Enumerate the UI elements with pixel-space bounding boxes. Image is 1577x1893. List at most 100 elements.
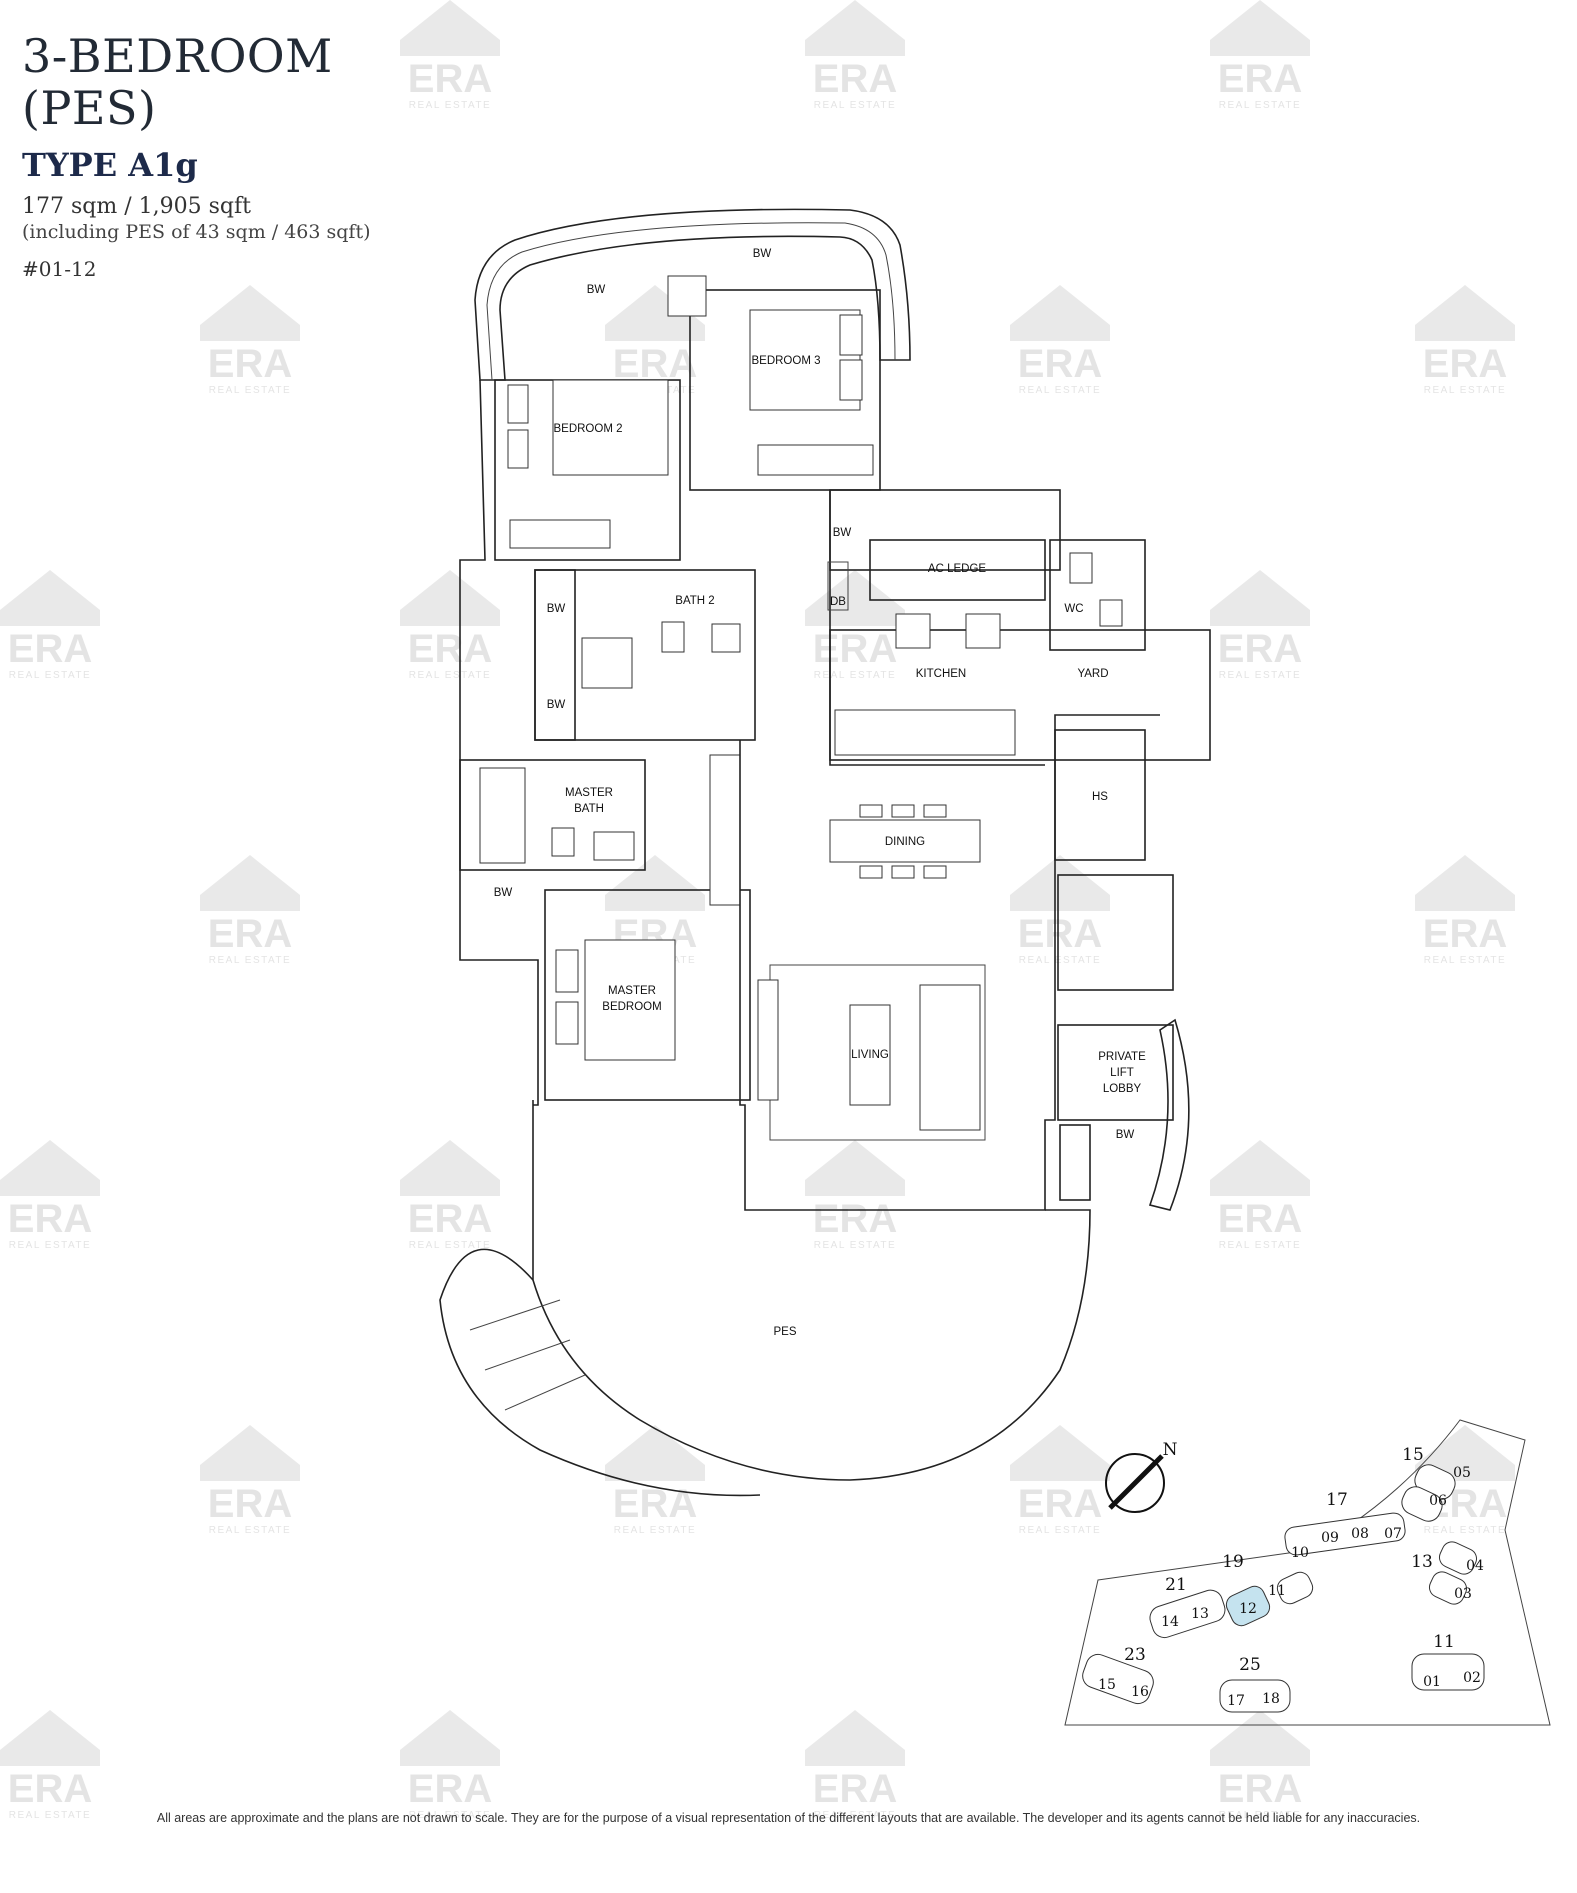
svg-text:03: 03 (1454, 1586, 1472, 1602)
svg-text:ERA: ERA (8, 1197, 92, 1241)
svg-text:LIVING: LIVING (851, 1049, 889, 1061)
svg-text:REAL ESTATE: REAL ESTATE (1019, 385, 1101, 396)
svg-text:ERA: ERA (813, 1767, 897, 1811)
chair-icon (891, 804, 915, 818)
kitchen-yard-room (829, 629, 1211, 761)
svg-text:BATH: BATH (574, 803, 604, 815)
svg-text:REAL ESTATE: REAL ESTATE (1219, 1240, 1301, 1251)
svg-text:REAL ESTATE: REAL ESTATE (814, 100, 896, 111)
svg-text:11: 11 (1433, 1632, 1455, 1652)
shaft-icon (667, 275, 707, 317)
svg-text:10: 10 (1291, 1545, 1309, 1561)
svg-text:HS: HS (1092, 791, 1108, 803)
svg-text:ERA: ERA (1218, 627, 1302, 671)
svg-text:05: 05 (1453, 1465, 1471, 1481)
lift-shaft (1057, 874, 1174, 991)
svg-text:ERA: ERA (408, 1767, 492, 1811)
svg-text:REAL ESTATE: REAL ESTATE (9, 670, 91, 681)
svg-text:REAL ESTATE: REAL ESTATE (1219, 1810, 1301, 1821)
bed-icon (584, 939, 676, 1061)
chair-icon (923, 804, 947, 818)
svg-text:BW: BW (833, 527, 852, 539)
svg-text:LOBBY: LOBBY (1103, 1083, 1142, 1095)
pillow-icon (507, 429, 529, 469)
svg-text:KITCHEN: KITCHEN (916, 668, 966, 680)
pillow-icon (839, 359, 863, 401)
svg-text:WC: WC (1064, 603, 1083, 615)
svg-text:REAL ESTATE: REAL ESTATE (9, 1810, 91, 1821)
bw-cell (1059, 1124, 1091, 1201)
stove-icon (895, 613, 931, 649)
svg-text:REAL ESTATE: REAL ESTATE (1019, 1525, 1101, 1536)
svg-text:ERA: ERA (208, 342, 292, 386)
svg-text:ERA: ERA (408, 627, 492, 671)
header: 3-BEDROOM (PES) TYPE A1g 177 sqm / 1,905… (22, 30, 442, 281)
svg-text:25: 25 (1239, 1655, 1261, 1675)
svg-text:PES: PES (773, 1326, 796, 1338)
kitchen-counter-icon (834, 709, 1016, 756)
svg-text:REAL ESTATE: REAL ESTATE (814, 670, 896, 681)
svg-text:23: 23 (1124, 1645, 1146, 1665)
toilet-icon (661, 621, 685, 653)
toilet-icon (551, 827, 575, 857)
svg-text:19: 19 (1222, 1552, 1244, 1572)
svg-text:ERA: ERA (8, 627, 92, 671)
svg-text:16: 16 (1131, 1684, 1149, 1700)
svg-text:04: 04 (1466, 1558, 1484, 1574)
basin-icon (1099, 599, 1123, 627)
svg-text:AC LEDGE: AC LEDGE (928, 563, 986, 575)
svg-text:REAL ESTATE: REAL ESTATE (1019, 955, 1101, 966)
title-line-2: (PES) (22, 81, 157, 135)
svg-text:REAL ESTATE: REAL ESTATE (614, 1525, 696, 1536)
master-bath-room (459, 759, 646, 871)
sink-icon (965, 613, 1001, 649)
svg-text:DINING: DINING (885, 836, 925, 848)
svg-text:ERA: ERA (613, 1482, 697, 1526)
svg-text:REAL ESTATE: REAL ESTATE (409, 1240, 491, 1251)
wardrobe-icon (709, 754, 741, 906)
key-plan: 15 17 19 13 21 23 25 11 05 06 07 08 09 1… (1064, 1419, 1551, 1726)
svg-text:ERA: ERA (208, 912, 292, 956)
toilet-icon (1069, 552, 1093, 584)
svg-text:BW: BW (1116, 1129, 1135, 1141)
svg-text:13: 13 (1411, 1552, 1433, 1572)
svg-text:REAL ESTATE: REAL ESTATE (209, 1525, 291, 1536)
sofa-icon (919, 984, 981, 1131)
svg-text:ERA: ERA (813, 1197, 897, 1241)
svg-text:REAL ESTATE: REAL ESTATE (1219, 100, 1301, 111)
svg-text:REAL ESTATE: REAL ESTATE (9, 1240, 91, 1251)
svg-text:BW: BW (587, 284, 606, 296)
svg-text:REAL ESTATE: REAL ESTATE (409, 670, 491, 681)
svg-text:BATH 2: BATH 2 (675, 595, 714, 607)
ac-ledge-inner (869, 539, 1046, 601)
svg-text:ERA: ERA (408, 1197, 492, 1241)
svg-text:06: 06 (1429, 1493, 1447, 1509)
title-line-1: 3-BEDROOM (22, 29, 333, 83)
svg-text:ERA: ERA (1018, 342, 1102, 386)
svg-text:ERA: ERA (1018, 1482, 1102, 1526)
svg-text:PRIVATE: PRIVATE (1098, 1051, 1146, 1063)
wc-room (1049, 539, 1146, 651)
svg-text:REAL ESTATE: REAL ESTATE (209, 385, 291, 396)
svg-text:01: 01 (1423, 1674, 1441, 1690)
wardrobe-icon (757, 444, 874, 476)
svg-text:MASTER: MASTER (608, 985, 656, 997)
ac-ledge-room (829, 489, 1061, 571)
svg-text:REAL ESTATE: REAL ESTATE (209, 955, 291, 966)
svg-text:BEDROOM 3: BEDROOM 3 (751, 355, 820, 367)
svg-text:14: 14 (1161, 1614, 1179, 1630)
